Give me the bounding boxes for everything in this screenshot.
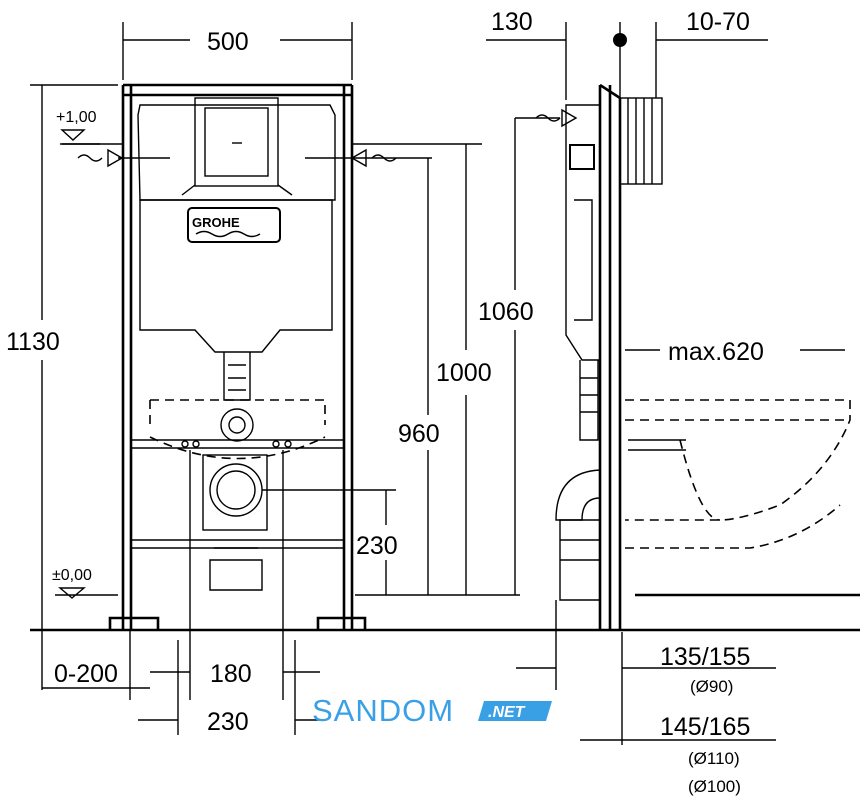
side-cistern: [565, 104, 601, 361]
inlet-left-icon: [77, 148, 124, 168]
watermark-tag: .NET: [488, 704, 526, 721]
bowl-outline: [149, 399, 326, 460]
brand-label: GROHE: [192, 215, 240, 230]
side-drain-elbow: [555, 469, 601, 521]
side-bowl-outline: [625, 399, 851, 549]
dim-bolt-180: 180: [210, 660, 252, 688]
dim-adjust-10-70: 10-70: [686, 8, 750, 36]
dim-height-1060: 1060: [478, 298, 534, 326]
side-view: 130 10-70 1060 max.620 135/155 (Ø90) 145…: [478, 8, 860, 796]
level-top: +1,00: [56, 109, 97, 126]
drain-outlet: [209, 547, 263, 591]
side-valve: [569, 144, 595, 170]
level-top-icon: [60, 129, 100, 145]
dim-height-1130: 1130: [6, 328, 60, 356]
dim-max-620: max.620: [668, 338, 764, 366]
side-flush-plate: [619, 97, 663, 185]
cistern-top: [137, 104, 336, 201]
frame-feet: [108, 616, 367, 630]
level-bottom-icon: [55, 587, 118, 599]
dim-depth-130: 130: [491, 8, 533, 36]
side-drain-pipe: [559, 519, 601, 601]
level-bottom: ±0,00: [52, 567, 92, 584]
front-view: GROHE 500 1130 +1,00 ±: [6, 22, 555, 736]
dim-depth-135-155: 135/155: [660, 643, 750, 671]
flush-pipe: [223, 352, 251, 401]
watermark-text: SANDOM: [312, 693, 454, 728]
dim-offset-0-200: 0-200: [54, 660, 118, 688]
flush-plate: [194, 97, 279, 187]
watermark: SANDOM .NET: [312, 693, 552, 728]
frame-crossbars: [131, 439, 344, 549]
dim-dia-110: (Ø110): [688, 749, 740, 768]
dim-dia-90: (Ø90): [690, 677, 733, 696]
dim-depth-145-165: 145/165: [660, 713, 750, 741]
cistern-tank: [139, 199, 333, 353]
watermark-tag-shape: [478, 701, 552, 721]
dim-width-500: 500: [207, 28, 249, 56]
flush-connector: [220, 408, 254, 442]
dim-height-230: 230: [356, 532, 398, 560]
dim-height-960: 960: [398, 420, 440, 448]
dim-dia-100: (Ø100): [688, 777, 741, 796]
frame-posts: [121, 83, 354, 630]
dim-height-1000: 1000: [436, 359, 492, 387]
dim-pipe-230: 230: [207, 708, 249, 736]
side-frame-post: [598, 83, 622, 630]
drain-pipe: [209, 463, 263, 517]
side-flush-pipe: [579, 360, 599, 441]
drain-bracket: [202, 454, 268, 531]
